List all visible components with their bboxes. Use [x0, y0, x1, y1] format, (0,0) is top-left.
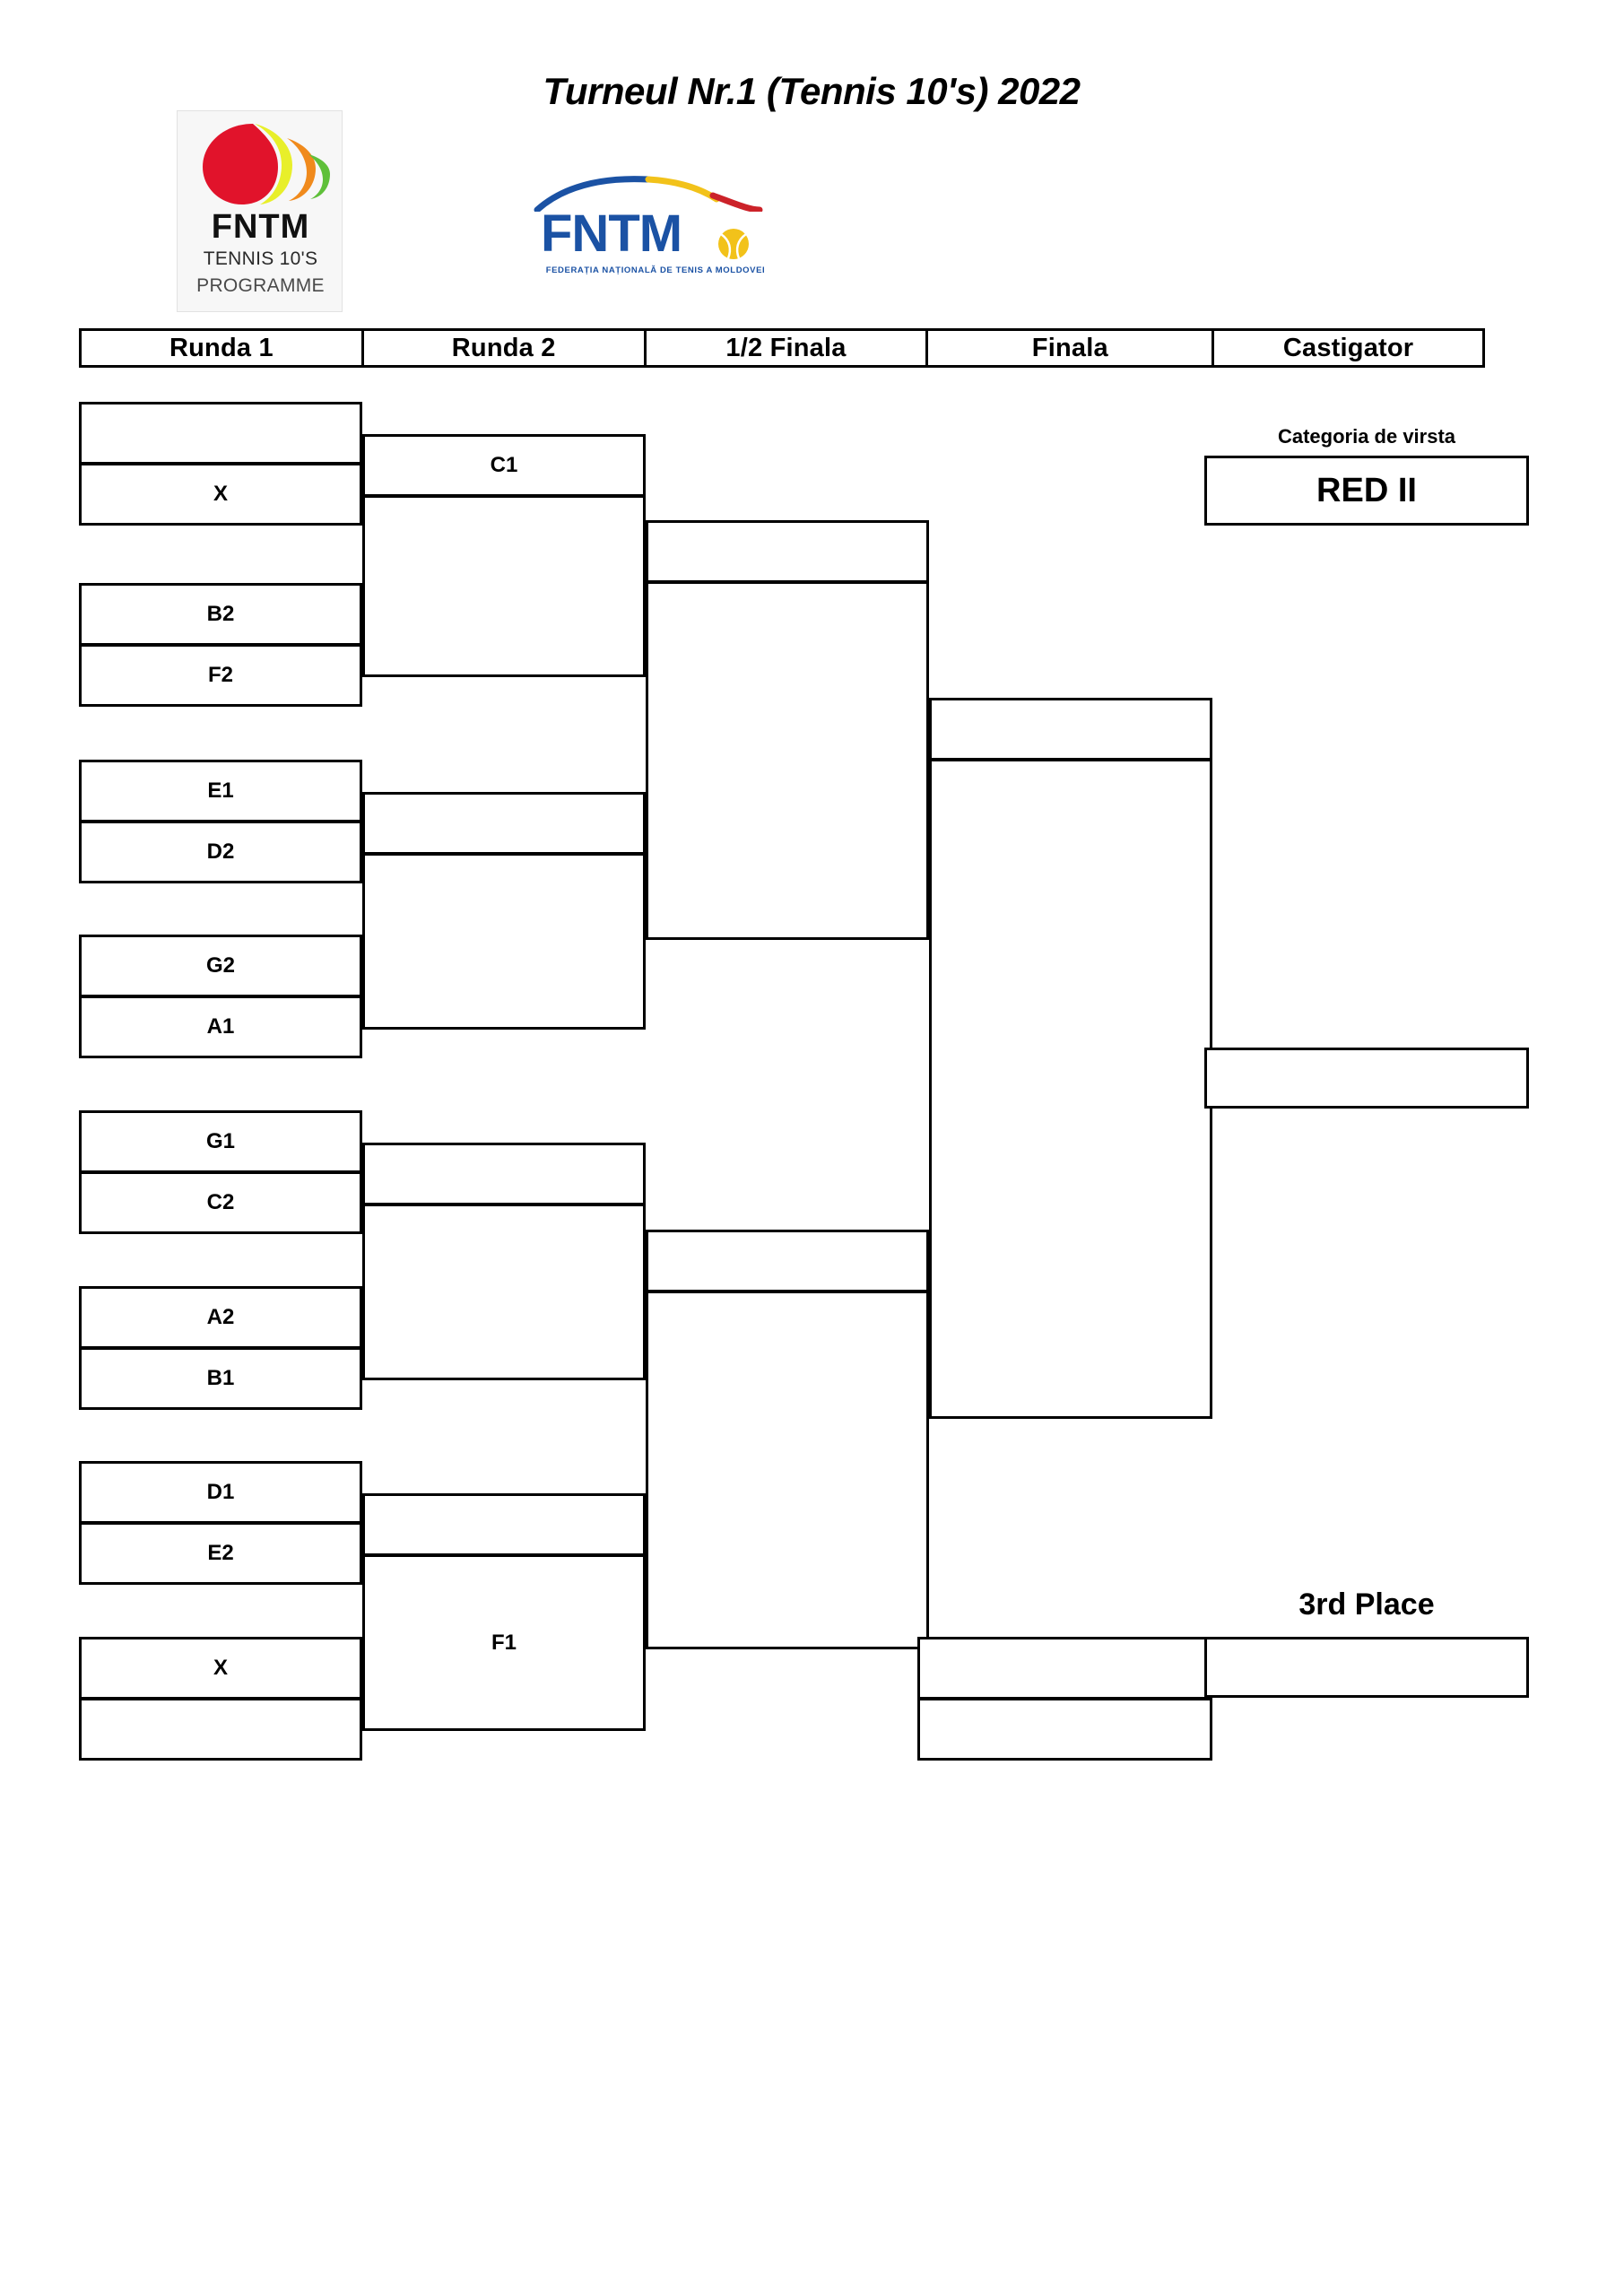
- third-place-slot-top[interactable]: [917, 1637, 1212, 1699]
- round2-match3-slot-bottom[interactable]: [362, 1205, 646, 1380]
- round1-match8-slot-top[interactable]: X: [79, 1637, 362, 1699]
- round1-match2-slot-top[interactable]: B2: [79, 583, 362, 645]
- round-header-winner: Castigator: [1282, 333, 1414, 362]
- federation-logo-subtitle: FEDERAȚIA NAȚIONALĂ DE TENIS A MOLDOVEI: [545, 265, 766, 275]
- final-slot-bottom[interactable]: [929, 760, 1212, 1419]
- round1-match4-slot-top[interactable]: G2: [79, 935, 362, 996]
- round-header-final: Finala: [928, 331, 1215, 365]
- round2-match3-slot-top[interactable]: [362, 1143, 646, 1205]
- round2-match1-slot-top[interactable]: C1: [362, 434, 646, 496]
- round1-match6-slot-bottom[interactable]: B1: [79, 1348, 362, 1410]
- round1-match3-slot-top[interactable]: E1: [79, 760, 362, 822]
- round1-match1-slot-top[interactable]: [79, 402, 362, 464]
- round1-match1-slot-bottom[interactable]: X: [79, 464, 362, 526]
- page-title: Turneul Nr.1 (Tennis 10's) 2022: [543, 70, 1081, 112]
- semifinal-match1-slot-bottom[interactable]: [646, 582, 929, 940]
- round1-match2-slot-bottom[interactable]: F2: [79, 645, 362, 707]
- round1-match5-slot-top[interactable]: G1: [79, 1110, 362, 1172]
- round1-match3-slot-bottom[interactable]: D2: [79, 822, 362, 883]
- round1-match4-slot-bottom[interactable]: A1: [79, 996, 362, 1058]
- round1-match8-slot-bottom[interactable]: [79, 1699, 362, 1761]
- round2-match4-slot-top[interactable]: [362, 1493, 646, 1555]
- programme-logo-line2: PROGRAMME: [196, 275, 325, 296]
- round2-match2-slot-top[interactable]: [362, 792, 646, 854]
- category-value-box[interactable]: RED II: [1204, 456, 1529, 526]
- category-label: Categoria de virsta: [1277, 425, 1456, 448]
- fntm-federation-logo: FNTM FEDERAȚIA NAȚIONALĂ DE TENIS A MOLD…: [525, 176, 776, 282]
- programme-logo-brand: FNTM: [211, 208, 310, 246]
- final-slot-top[interactable]: [929, 698, 1212, 760]
- round2-match1-slot-bottom[interactable]: [362, 496, 646, 677]
- third-place-slot-bottom[interactable]: [917, 1699, 1212, 1761]
- semifinal-match2-slot-bottom[interactable]: [646, 1292, 929, 1649]
- round-header-semifinal: 1/2 Finala: [647, 331, 929, 365]
- third-place-winner-box[interactable]: [1204, 1637, 1529, 1698]
- round1-match7-slot-top[interactable]: D1: [79, 1461, 362, 1523]
- round1-match5-slot-bottom[interactable]: C2: [79, 1172, 362, 1234]
- round1-match6-slot-top[interactable]: A2: [79, 1286, 362, 1348]
- programme-logo-line1: TENNIS 10'S: [203, 248, 318, 269]
- tennis-ball-flame-icon: [203, 124, 330, 204]
- federation-logo-word: FNTM: [541, 204, 682, 263]
- tennis-ball-icon: [718, 229, 749, 259]
- fntm-tennis10s-programme-logo: FNTM TENNIS 10'S PROGRAMME: [177, 110, 343, 312]
- semifinal-match2-slot-top[interactable]: [646, 1230, 929, 1292]
- third-place-label: 3rd Place: [1298, 1587, 1435, 1622]
- semifinal-match1-slot-top[interactable]: [646, 520, 929, 582]
- moldova-tricolor-arc-icon: [534, 176, 763, 212]
- round-header-runda-1: Runda 1: [82, 331, 364, 365]
- round-header-row: Runda 1 Runda 2 1/2 Finala Finala Castig…: [79, 328, 1485, 368]
- round2-match2-slot-bottom[interactable]: [362, 854, 646, 1030]
- round-header-runda-2: Runda 2: [364, 331, 647, 365]
- round2-match4-slot-bottom[interactable]: F1: [362, 1555, 646, 1731]
- winner-box[interactable]: [1204, 1048, 1529, 1109]
- round1-match7-slot-bottom[interactable]: E2: [79, 1523, 362, 1585]
